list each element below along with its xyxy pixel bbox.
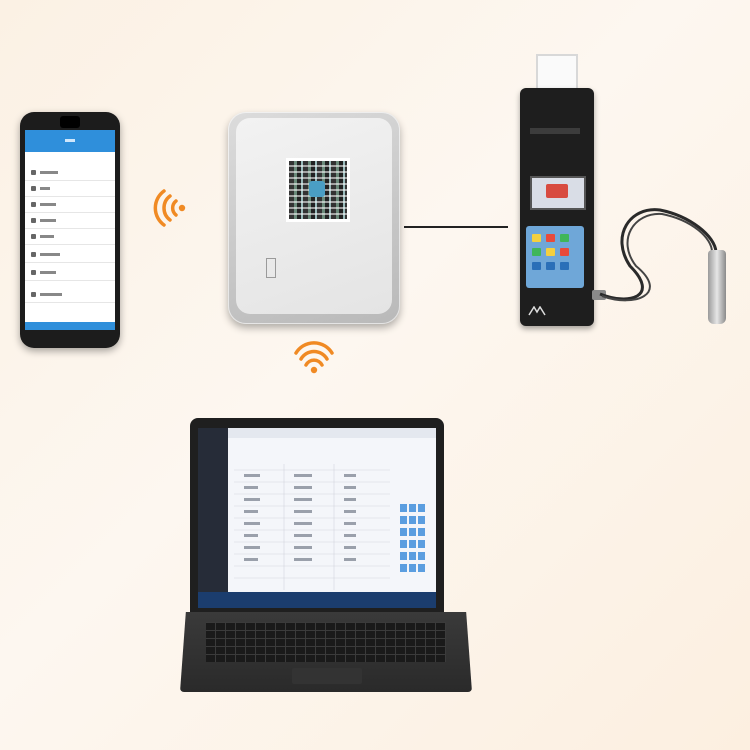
software-data-table	[234, 464, 390, 590]
device-keypad	[526, 226, 584, 288]
device-key	[532, 248, 541, 256]
gateway-device	[228, 112, 400, 324]
device-key	[560, 234, 569, 242]
gateway-front-panel	[236, 118, 392, 314]
phone-screen	[25, 130, 115, 330]
smartphone	[20, 112, 120, 348]
device-key	[546, 248, 555, 256]
probe	[708, 250, 726, 324]
phone-list-item	[25, 230, 115, 245]
device-logo-icon	[528, 306, 546, 316]
phone-list-item	[25, 198, 115, 213]
device-key	[532, 234, 541, 242]
laptop-keyboard	[206, 622, 446, 662]
qr-code	[286, 158, 350, 222]
phone-camera-notch	[60, 116, 80, 128]
phone-list-item	[25, 214, 115, 229]
laptop-touchpad	[292, 668, 362, 684]
software-sidebar	[198, 428, 228, 608]
connection-line	[404, 226, 508, 228]
software-title-bar	[228, 428, 436, 438]
phone-list-item	[25, 166, 115, 181]
laptop-screen	[198, 428, 436, 608]
probe-connector	[592, 290, 606, 300]
wifi-signal-icon	[153, 189, 186, 227]
phone-footer-bar	[25, 322, 115, 330]
software-button-grid	[400, 504, 425, 572]
phone-list-item	[25, 248, 115, 263]
device-display	[530, 176, 586, 210]
phone-list-item	[25, 266, 115, 281]
hardness-tester-device	[520, 88, 594, 326]
device-key	[560, 248, 569, 256]
device-key	[546, 234, 555, 242]
gateway-badge	[266, 258, 276, 278]
os-taskbar	[198, 592, 436, 608]
device-brand-strip	[530, 128, 580, 134]
device-key	[546, 262, 555, 270]
device-key	[532, 262, 541, 270]
device-key	[560, 262, 569, 270]
phone-list-item	[25, 288, 115, 303]
phone-app-header	[25, 130, 115, 152]
probe-cable	[599, 208, 718, 302]
phone-list-item	[25, 182, 115, 197]
wifi-signal-icon	[294, 341, 334, 374]
